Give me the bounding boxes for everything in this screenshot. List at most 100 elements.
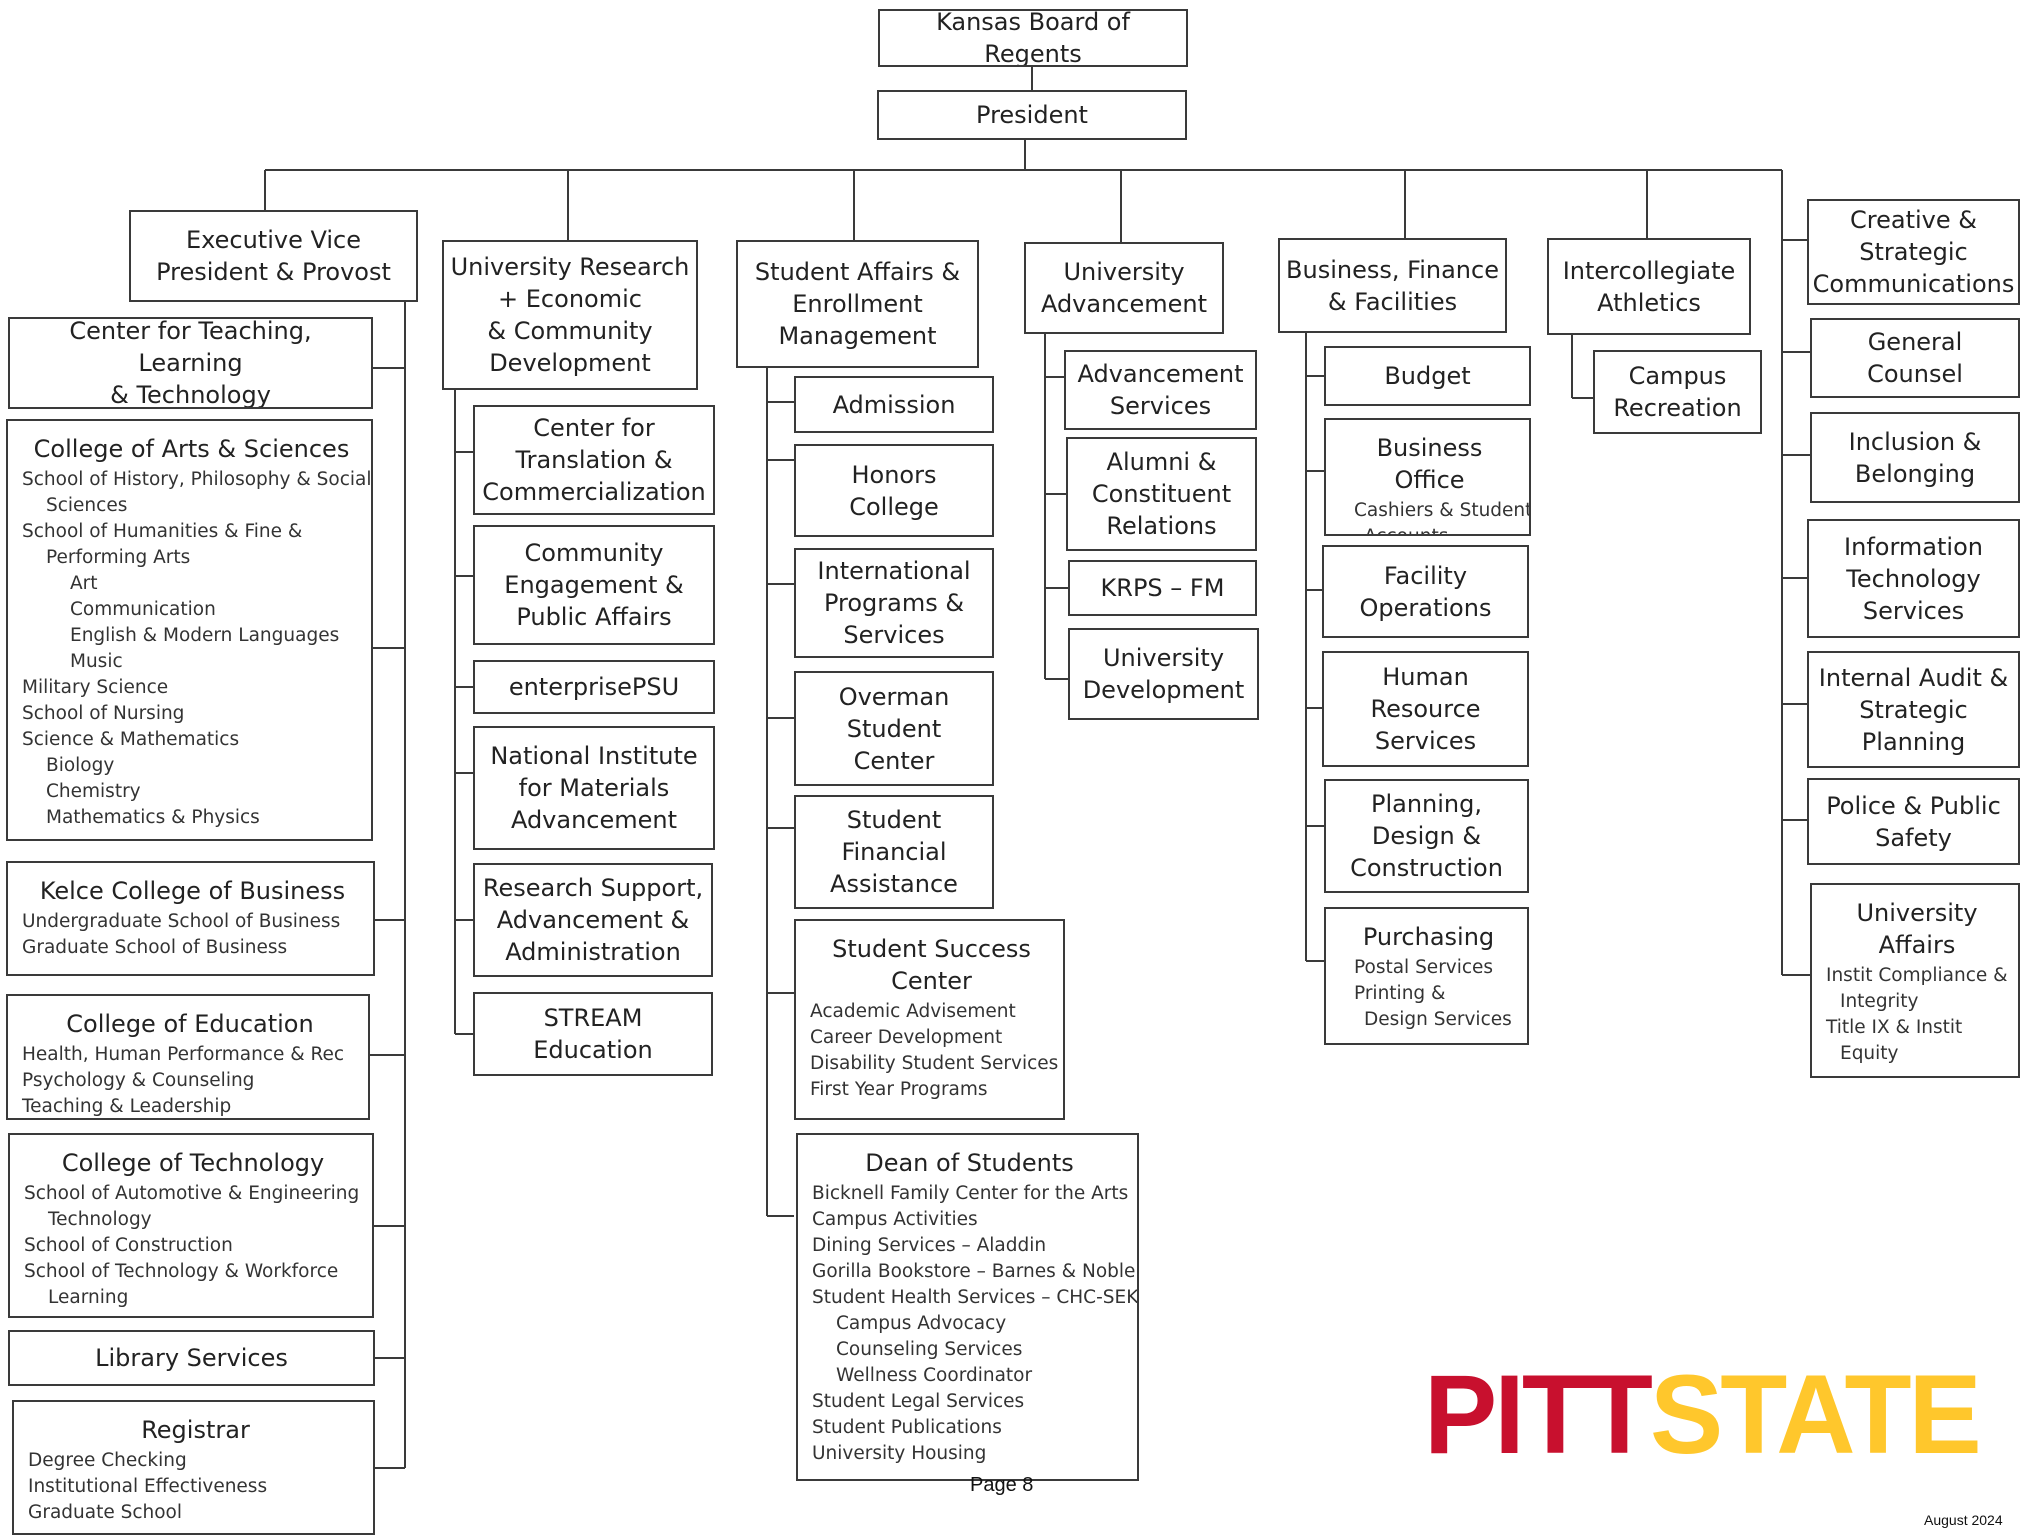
unit-line: University Housing	[812, 1443, 987, 1464]
box-title: STREAM Education	[533, 1004, 653, 1064]
unit-line: Campus Advocacy	[836, 1313, 1007, 1334]
box-title: Business Office	[1376, 434, 1483, 494]
unit-list: Cashiers & Student Accounts	[1340, 498, 1529, 534]
unit-line: Mathematics & Physics	[46, 807, 260, 828]
unit-line: Student Legal Services	[812, 1391, 1025, 1412]
unit-line: Student Publications	[812, 1417, 1002, 1438]
unit-line: Printing &	[1354, 983, 1446, 1004]
university-affairs-box: University Affairs Instit Compliance & I…	[1810, 883, 2020, 1078]
unit-line: School of Nursing	[22, 703, 185, 724]
unit-line: Gorilla Bookstore – Barnes & Noble	[812, 1261, 1136, 1282]
library-services-box: Library Services	[8, 1330, 375, 1386]
box-title: Research Support, Advancement & Administ…	[482, 874, 704, 966]
unit-line: Postal Services	[1354, 957, 1494, 978]
unit-line: Teaching & Leadership	[22, 1096, 232, 1117]
unit-list: Bicknell Family Center for the Arts Camp…	[812, 1181, 1139, 1467]
box-title: Police & Public Safety	[1826, 791, 2001, 852]
box-title: National Institute for Materials Advance…	[490, 742, 698, 834]
unit-line: Disability Student Services	[810, 1053, 1059, 1074]
unit-list: Academic Advisement Career Development D…	[810, 999, 1059, 1103]
unit-line: School of Technology & Workforce	[24, 1261, 339, 1282]
box-title: Kelce College of Business	[39, 877, 346, 905]
box-title: Community Engagement & Public Affairs	[504, 539, 684, 631]
box-title: KRPS – FM	[1100, 574, 1225, 602]
unit-line: Learning	[48, 1287, 129, 1308]
unit-line: Institutional Effectiveness	[28, 1476, 268, 1497]
box-title: University Advancement	[1040, 258, 1208, 318]
unit-line: Undergraduate School of Business	[22, 911, 341, 932]
translation-box: Center for Translation & Commercializati…	[473, 405, 715, 515]
internal-audit-box: Internal Audit & Strategic Planning	[1807, 651, 2020, 768]
general-counsel-box: General Counsel	[1810, 318, 2020, 398]
arts-sciences-box: College of Arts & Sciences School of His…	[6, 419, 373, 841]
box-title: University Affairs	[1856, 899, 1978, 959]
page-number: Page 8	[970, 1474, 1034, 1496]
box-title: Library Services	[95, 1344, 288, 1372]
evp-provost-box: Executive Vice President & Provost	[129, 210, 418, 302]
box-title: Admission	[832, 390, 956, 419]
pitt-state-logo: PITTSTATE	[1424, 1359, 1982, 1471]
overman-center-box: Overman Student Center	[794, 671, 994, 786]
box-title: College of Technology	[61, 1149, 325, 1177]
box-title: Information Technology Services	[1844, 532, 1983, 625]
box-title: International Programs & Services	[817, 557, 971, 649]
box-title: President	[976, 101, 1088, 129]
logo-pitt-text: PITT	[1424, 1352, 1653, 1477]
purchasing-box: Purchasing Postal Services Printing & De…	[1324, 907, 1529, 1045]
ctlt-box: Center for Teaching, Learning & Technolo…	[8, 317, 373, 409]
unit-line: School of Construction	[24, 1235, 233, 1256]
box-title: Center for Teaching, Learning & Technolo…	[69, 317, 312, 409]
unit-line: Health, Human Performance & Rec	[22, 1044, 345, 1065]
logo-state-text: STATE	[1650, 1352, 1982, 1477]
unit-line: Student Health Services – CHC-SEK	[812, 1287, 1139, 1308]
unit-line: Sciences	[46, 495, 128, 516]
unit-line: Title IX & Instit	[1826, 1017, 1963, 1038]
advancement-services-box: Advancement Services	[1064, 350, 1257, 430]
kelce-business-box: Kelce College of Business Undergraduate …	[6, 861, 375, 976]
university-development-box: University Development	[1068, 628, 1259, 720]
financial-assistance-box: Student Financial Assistance	[794, 795, 994, 909]
campus-recreation-box: Campus Recreation	[1593, 350, 1762, 434]
box-title: Student Success Center	[832, 935, 1031, 995]
unit-list: School of Automotive & Engineering Techn…	[24, 1181, 362, 1311]
box-title: Center for Translation & Commercializati…	[482, 414, 706, 506]
box-title: Facility Operations	[1359, 561, 1492, 622]
box-title: College of Arts & Sciences	[33, 435, 350, 463]
box-title: Honors College	[849, 460, 939, 521]
planning-design-box: Planning, Design & Construction	[1324, 779, 1529, 893]
unit-line: Academic Advisement	[810, 1001, 1016, 1022]
unit-line: School of History, Philosophy & Social	[22, 469, 372, 490]
president-box: President	[877, 90, 1187, 140]
unit-line: Biology	[46, 755, 115, 776]
box-title: University Development	[1082, 644, 1245, 704]
box-title: Intercollegiate Athletics	[1562, 256, 1736, 317]
unit-list: Degree Checking Institutional Effectiven…	[28, 1448, 363, 1526]
unit-list: Health, Human Performance & Rec Psycholo…	[22, 1042, 358, 1118]
box-title: Executive Vice President & Provost	[156, 226, 391, 286]
unit-list: School of History, Philosophy & Social S…	[22, 467, 372, 831]
unit-line: Counseling Services	[836, 1339, 1023, 1360]
creative-communications-box: Creative & Strategic Communications	[1807, 199, 2020, 305]
business-division-box: Business, Finance & Facilities	[1278, 238, 1507, 333]
unit-line: Dining Services – Aladdin	[812, 1235, 1047, 1256]
box-title: Advancement Services	[1077, 360, 1244, 420]
unit-line: Degree Checking	[28, 1450, 187, 1471]
unit-list: Postal Services Printing & Design Servic…	[1340, 955, 1517, 1033]
unit-line: First Year Programs	[810, 1079, 988, 1100]
student-success-box: Student Success Center Academic Adviseme…	[794, 919, 1065, 1120]
unit-line: Bicknell Family Center for the Arts	[812, 1183, 1129, 1204]
nima-box: National Institute for Materials Advance…	[473, 726, 715, 850]
box-title: Creative & Strategic Communications	[1812, 206, 2015, 298]
box-title: College of Education	[66, 1010, 314, 1038]
unit-list: Undergraduate School of Business Graduat…	[22, 909, 363, 961]
research-division-box: University Research + Economic & Communi…	[442, 240, 698, 390]
box-title: Business, Finance & Facilities	[1286, 255, 1499, 316]
honors-college-box: Honors College	[794, 444, 994, 537]
athletics-division-box: Intercollegiate Athletics	[1547, 238, 1751, 335]
board-of-regents-box: Kansas Board of Regents	[878, 9, 1188, 67]
box-title: Human Resource Services	[1370, 663, 1481, 755]
student-affairs-division-box: Student Affairs & Enrollment Management	[736, 240, 979, 368]
advancement-division-box: University Advancement	[1024, 242, 1224, 334]
international-programs-box: International Programs & Services	[794, 548, 994, 658]
